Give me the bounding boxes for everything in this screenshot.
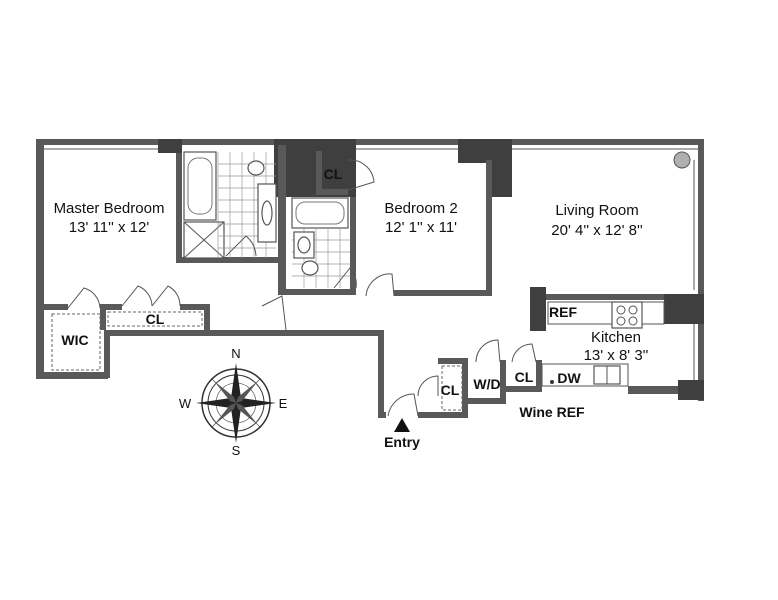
washer-dryer-label: W/D <box>473 376 500 392</box>
doors <box>67 159 537 417</box>
kitchen-counter <box>541 301 665 387</box>
closet-outlines <box>51 311 463 411</box>
bedroom-2-name: Bedroom 2 <box>384 200 457 217</box>
closet-kitchen-label: CL <box>515 369 534 385</box>
closet-entry-label: CL <box>441 382 460 398</box>
master-bedroom-size: 13' 11'' x 12' <box>69 219 150 236</box>
dishwasher-label: DW <box>557 370 581 386</box>
wine-ref-label: Wine REF <box>519 404 585 420</box>
bedroom-2-size: 12' 1'' x 11' <box>385 219 457 236</box>
wic-label: WIC <box>61 332 88 348</box>
column <box>673 151 691 169</box>
kitchen-name: Kitchen <box>591 329 641 346</box>
living-room-size: 20' 4'' x 12' 8'' <box>551 222 643 239</box>
kitchen-size: 13' x 8' 3'' <box>584 347 649 364</box>
compass-rose <box>196 363 276 443</box>
refrigerator-label: REF <box>549 304 577 320</box>
second-bath <box>291 197 357 289</box>
closet-master-label: CL <box>146 311 165 327</box>
compass-south: S <box>232 443 241 458</box>
compass-north: N <box>231 346 240 361</box>
master-bedroom-name: Master Bedroom <box>54 200 165 217</box>
closet-bath-label: CL <box>324 166 343 182</box>
compass-west: W <box>179 396 192 411</box>
walls <box>36 139 704 418</box>
entry-arrow-icon <box>394 418 410 432</box>
master-bath <box>183 151 277 259</box>
compass-east: E <box>279 396 288 411</box>
living-room-name: Living Room <box>555 202 638 219</box>
entry-label: Entry <box>384 434 420 450</box>
